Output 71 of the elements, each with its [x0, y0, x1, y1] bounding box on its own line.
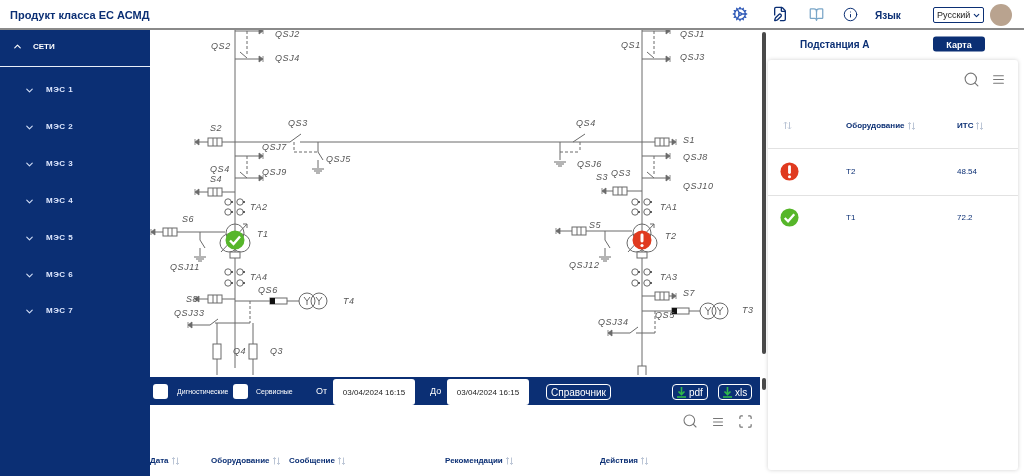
- equipment-label: S5: [589, 221, 602, 231]
- equipment-label: QS6: [258, 286, 278, 296]
- menu-item: МЭС 5: [46, 233, 74, 243]
- language-select: Русский: [933, 7, 985, 23]
- equipment-label: QS1: [621, 41, 641, 51]
- reference-button: Справочник: [546, 384, 611, 400]
- menu-item: МЭС 6: [46, 270, 74, 280]
- field-label: До: [430, 387, 442, 397]
- equipment-label: QSJ6: [577, 160, 602, 170]
- equipment-label: T1: [257, 230, 269, 240]
- equipment-label: QSJ33: [174, 309, 205, 319]
- equipment-label: TA1: [660, 203, 678, 213]
- equipment-label: QSJ5: [326, 155, 351, 165]
- equipment-label: TA3: [660, 273, 678, 283]
- substation-title: Подстанция А: [800, 38, 870, 50]
- equipment-label: QS5: [655, 311, 675, 321]
- equipment-label: S7: [683, 289, 696, 299]
- equipment-label: QS4: [576, 119, 596, 129]
- equipment-label: QSJ9: [262, 168, 287, 178]
- menu-item: МЭС 4: [46, 196, 74, 206]
- equipment-label: T4: [343, 297, 355, 307]
- menu-item: МЭС 7: [46, 306, 74, 316]
- table-cell: 72.2: [957, 213, 973, 223]
- column-header: Оборудование: [846, 121, 905, 131]
- equipment-label: S3: [596, 173, 609, 183]
- column-header: Сообщение: [289, 456, 335, 466]
- equipment-label: QS3: [288, 119, 308, 129]
- menu-item: МЭС 1: [46, 85, 74, 95]
- equipment-label: QSJ34: [598, 318, 629, 328]
- app-title: Продукт класса ЕС АСМД: [10, 8, 150, 22]
- table-cell: 48.54: [957, 167, 978, 177]
- equipment-label: S6: [182, 215, 195, 225]
- equipment-label: QSJ2: [275, 30, 300, 40]
- equipment-label: QS4: [210, 165, 230, 175]
- equipment-label: QSJ8: [683, 153, 708, 163]
- export-button: pdf: [672, 384, 708, 400]
- column-header: Рекомендации: [445, 456, 503, 466]
- language-label: Язык: [875, 9, 901, 21]
- equipment-label: S8: [186, 295, 199, 305]
- equipment-label: Q3: [270, 347, 284, 357]
- column-header: ИТС: [957, 121, 974, 131]
- date-field: 03/04/2024 16:15: [447, 379, 529, 405]
- date-field: 03/04/2024 16:15: [333, 379, 415, 405]
- menu-heading: СЕТИ: [33, 42, 55, 52]
- column-header: Дата: [150, 456, 169, 466]
- equipment-label: QS2: [211, 42, 231, 52]
- column-header: Действия: [600, 456, 639, 466]
- equipment-label: TA2: [250, 203, 268, 213]
- map-button: Карта: [933, 36, 985, 52]
- equipment-label: QSJ7: [262, 143, 287, 153]
- table-cell: T2: [846, 167, 856, 177]
- table-cell: T1: [846, 213, 856, 223]
- menu-item: МЭС 3: [46, 159, 74, 169]
- equipment-label: T3: [742, 306, 754, 316]
- equipment-label: QSJ4: [275, 54, 300, 64]
- equipment-label: QSJ10: [683, 182, 714, 192]
- export-button: xls: [718, 384, 753, 400]
- equipment-label: QSJ12: [569, 261, 600, 271]
- equipment-label: S4: [210, 175, 223, 185]
- equipment-label: T2: [665, 232, 677, 242]
- equipment-label: QS3: [611, 169, 631, 179]
- equipment-label: S1: [683, 136, 696, 146]
- field-label: От: [316, 387, 328, 397]
- equipment-label: QSJ3: [680, 53, 705, 63]
- equipment-label: QSJ1: [680, 30, 705, 40]
- equipment-label: S2: [210, 124, 223, 134]
- column-header: Оборудование: [211, 456, 270, 466]
- equipment-label: QSJ11: [170, 263, 200, 273]
- equipment-label: Q4: [233, 347, 247, 357]
- equipment-label: TA4: [250, 273, 268, 283]
- menu-item: МЭС 2: [46, 122, 74, 132]
